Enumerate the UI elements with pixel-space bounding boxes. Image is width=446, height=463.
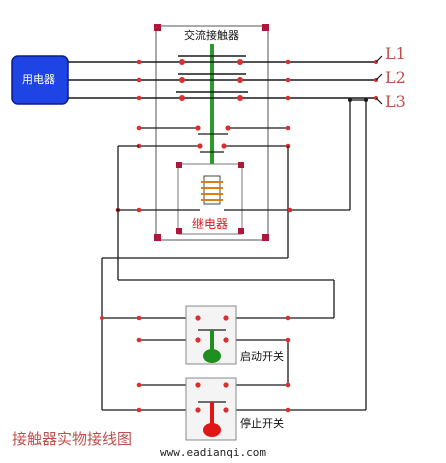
contactor-corner-br <box>262 234 269 241</box>
stop-switch-label: 停止开关 <box>240 417 284 430</box>
diagram-caption: 接触器实物接线图 <box>12 430 133 448</box>
contactor-title: 交流接触器 <box>184 29 239 42</box>
aux-terminals <box>136 125 291 149</box>
line-label-l1: L1 <box>385 44 406 63</box>
start-button-icon[interactable] <box>185 305 237 365</box>
website-text: www.eadianqi.com <box>160 446 266 459</box>
line-label-l3: L3 <box>385 92 406 111</box>
line-label-l2: L2 <box>385 68 406 87</box>
power-lines <box>68 61 376 99</box>
stop-button-icon[interactable] <box>185 377 237 441</box>
contactor-corner-tr <box>262 24 269 31</box>
aux-contacts <box>139 127 288 153</box>
control-wiring <box>101 98 367 411</box>
device-label: 用电器 <box>22 73 55 86</box>
relay-coil-icon <box>176 162 244 235</box>
contactor-corner-bl <box>154 234 161 241</box>
relay-label: 继电器 <box>192 217 229 231</box>
line-terminals <box>136 59 378 101</box>
contactor-corner-tl <box>154 24 161 31</box>
start-switch-label: 启动开关 <box>240 350 284 363</box>
main-contacts <box>176 55 248 93</box>
